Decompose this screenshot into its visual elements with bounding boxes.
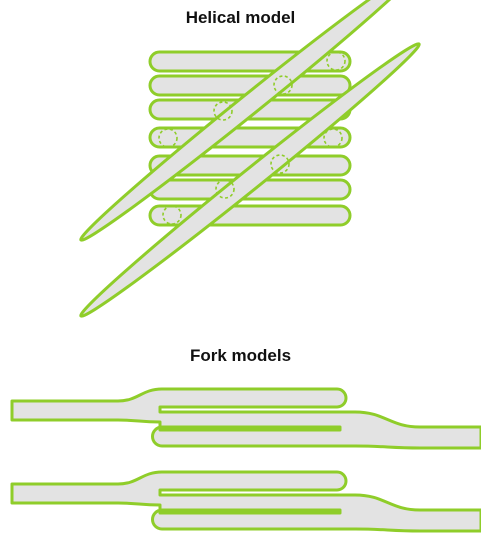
horizontal-loop xyxy=(148,204,352,227)
diagonal-tube-lower xyxy=(79,42,421,318)
crossing-ring xyxy=(158,128,178,148)
helical-model-title: Helical model xyxy=(185,8,296,27)
fork-upper xyxy=(10,387,481,450)
crossing-ring xyxy=(270,154,290,174)
diagonal-tube-upper xyxy=(79,0,421,242)
fork-outline xyxy=(10,387,481,450)
crossing-ring xyxy=(326,51,346,71)
crossing-ring xyxy=(323,128,343,148)
crossing-ring xyxy=(215,179,235,199)
fork-models-diagram xyxy=(10,387,481,533)
fork-outline xyxy=(10,470,481,533)
crossing-ring xyxy=(162,205,182,225)
crossing-ring xyxy=(273,75,293,95)
fork-lower xyxy=(10,470,481,533)
fork-models-title: Fork models xyxy=(189,346,292,365)
helical-model-diagram xyxy=(79,0,421,318)
crossing-ring xyxy=(213,101,233,121)
